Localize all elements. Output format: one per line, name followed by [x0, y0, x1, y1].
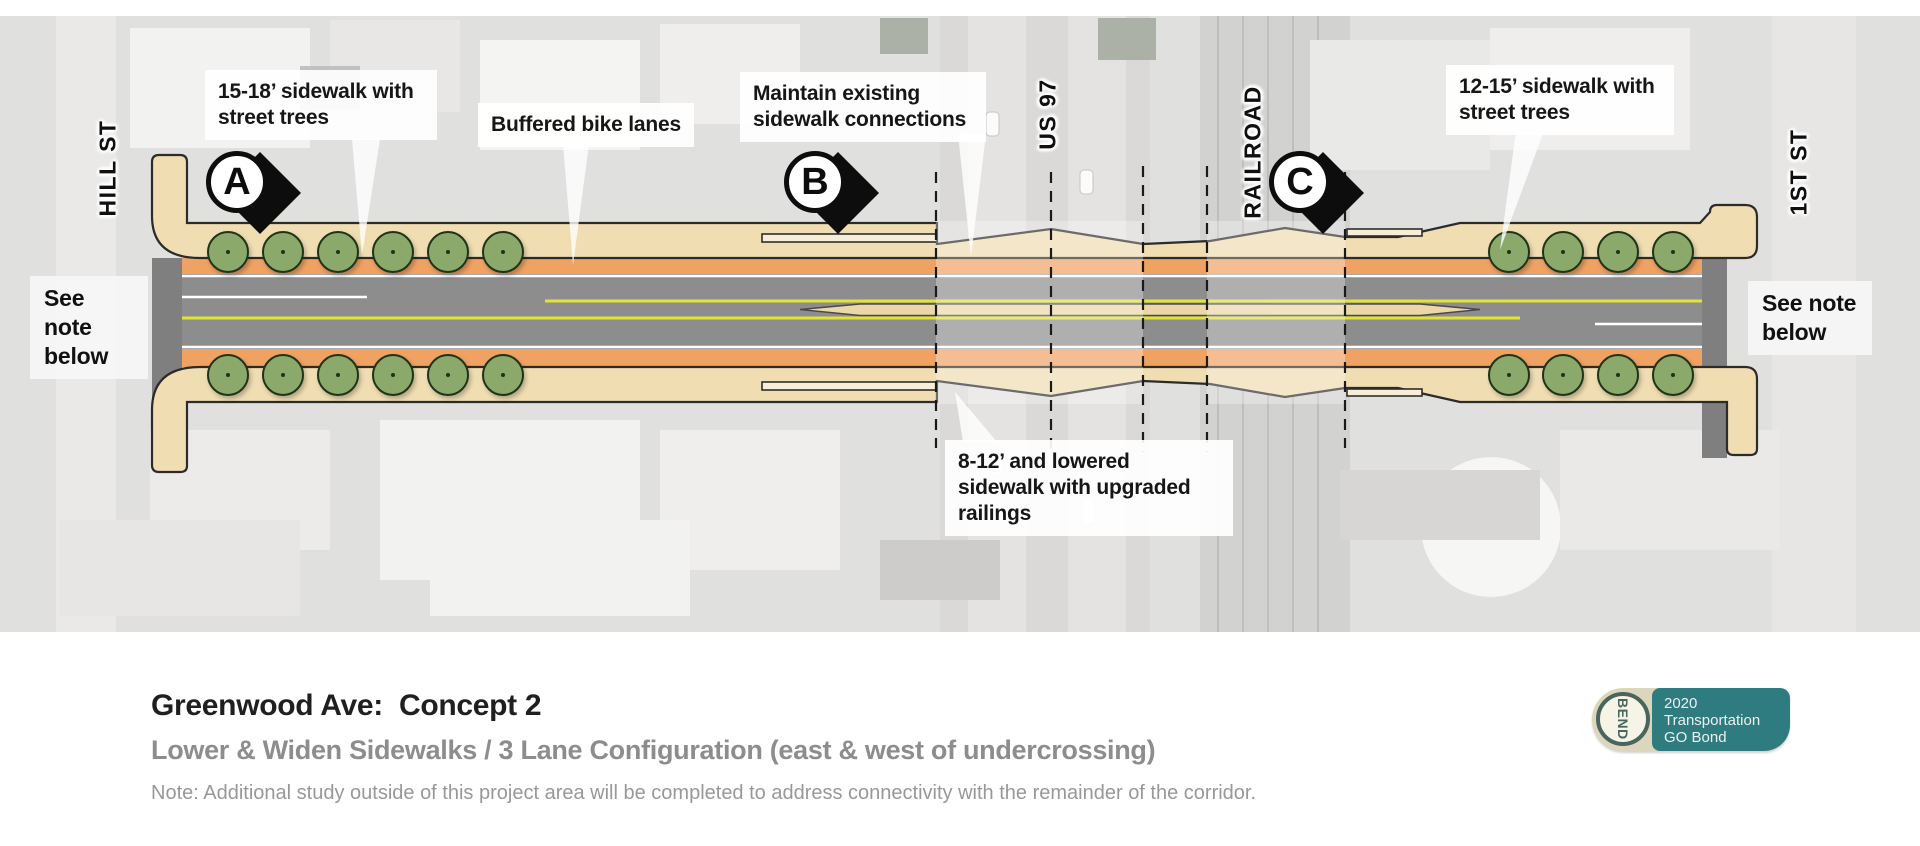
- street-label-hill-st: HILL ST: [94, 119, 121, 217]
- undercrossing-highlight: [936, 221, 1345, 404]
- street-label-1st-st: 1ST ST: [1785, 128, 1812, 216]
- title-block: Greenwood Ave: Concept 2 Lower & Widen Si…: [0, 632, 1920, 846]
- see-note-box-west: See note below: [30, 276, 148, 379]
- street-tree-centers: [226, 250, 1675, 377]
- callout-maintain-connections: Maintain existing sidewalk connections: [740, 72, 986, 142]
- logo-line-year: 2020: [1664, 695, 1698, 712]
- page-title: Greenwood Ave: Concept 2: [151, 689, 542, 723]
- first-street-pavement: [1702, 258, 1727, 458]
- callout-sidewalk-west: 15-18’ sidewalk with street trees: [205, 70, 437, 140]
- plan-view-map: 15-18’ sidewalk with street trees Buffer…: [0, 16, 1920, 632]
- sidewalk-north: [150, 153, 1759, 260]
- street-label-us-97: US 97: [1034, 78, 1061, 150]
- title-street-name: Greenwood Ave:: [151, 689, 383, 722]
- callout-lowered-sidewalk: 8-12’ and lowered sidewalk with upgraded…: [945, 440, 1233, 536]
- bend-city-seal-icon: BEND: [1596, 692, 1650, 746]
- logo-line-transportation: Transportation: [1664, 712, 1761, 729]
- marker-letter: A: [206, 151, 268, 213]
- callout-bike-lanes: Buffered bike lanes: [478, 103, 694, 147]
- median-island: [799, 303, 1481, 317]
- bike-lane-south: [182, 349, 1702, 367]
- see-note-box-east: See note below: [1748, 281, 1872, 355]
- title-concept-number: Concept 2: [398, 689, 542, 722]
- go-bond-logo-text: 2020 Transportation GO Bond: [1652, 688, 1790, 751]
- marker-letter: B: [784, 151, 846, 213]
- callout-sidewalk-east: 12-15’ sidewalk with street trees: [1446, 65, 1674, 135]
- street-label-railroad: RAILROAD: [1239, 85, 1266, 219]
- logo-line-go-bond: GO Bond: [1664, 729, 1727, 746]
- callout-leader-tails: [352, 131, 1544, 442]
- go-bond-logo: 2020 Transportation GO Bond BEND: [1592, 688, 1790, 751]
- study-note: Note: Additional study outside of this p…: [151, 782, 1257, 804]
- marker-letter: C: [1269, 151, 1331, 213]
- lane-markings: [182, 274, 1702, 349]
- concept-subtitle: Lower & Widen Sidewalks / 3 Lane Configu…: [151, 735, 1156, 765]
- bend-seal-text: BEND: [1615, 698, 1631, 740]
- sidewalk-south: [150, 365, 1759, 474]
- bike-lane-north: [182, 258, 1702, 274]
- section-lines: [934, 166, 1347, 452]
